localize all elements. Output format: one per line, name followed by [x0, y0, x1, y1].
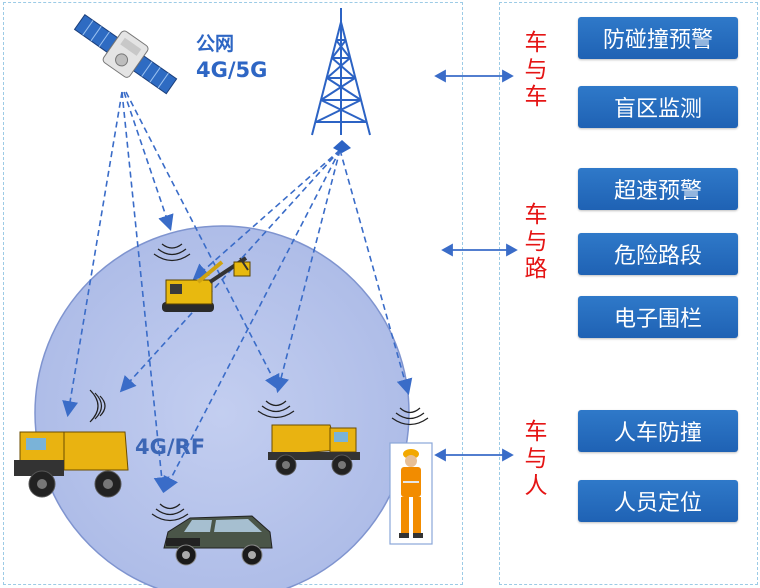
double-arrow-icon — [441, 243, 518, 257]
signal-wave-icon — [153, 243, 191, 262]
mining-truck-icon — [14, 431, 129, 498]
double-arrow-icon — [434, 448, 514, 462]
satellite-link-excavator — [123, 91, 174, 232]
group-label-char: 与 — [524, 229, 548, 255]
feature-dangerous-road-section: 危险路段 — [578, 233, 738, 275]
tower-link-excavator — [192, 149, 341, 281]
group-label-char: 路 — [524, 256, 548, 282]
group-label-vehicle-to-vehicle: 车 与 车 — [522, 30, 550, 111]
signal-wave-icon — [89, 389, 106, 423]
group-label-vehicle-to-road: 车 与 路 — [522, 202, 550, 283]
excavator-icon — [162, 256, 251, 312]
signal-waves — [89, 243, 429, 522]
tower-link-worker — [339, 149, 413, 396]
signal-wave-icon — [391, 407, 429, 426]
feature-person-vehicle-collision-avoidance: 人车防撞 — [578, 410, 738, 452]
group-label-char: 车 — [524, 202, 548, 228]
signal-wave-icon — [151, 503, 189, 522]
group-label-char: 车 — [524, 30, 548, 56]
double-arrow-icon — [434, 69, 514, 83]
group-label-char: 车 — [524, 419, 548, 445]
signal-wave-icon — [257, 400, 295, 419]
feature-overspeed-warning: 超速预警 — [578, 168, 738, 210]
feature-anti-collision-warning: 防碰撞预警 — [578, 17, 738, 59]
satellite-links — [62, 91, 280, 494]
double-arrows — [434, 69, 518, 462]
satellite-link-truck-left — [62, 91, 123, 418]
group-label-char: 与 — [524, 446, 548, 472]
tower-link-suv — [163, 149, 341, 493]
group-label-vehicle-to-person: 车 与 人 — [522, 419, 550, 500]
feature-electronic-fence: 电子围栏 — [578, 296, 738, 338]
satellite-link-suv — [121, 91, 170, 494]
cell-tower-icon — [311, 8, 371, 136]
dump-truck-icon — [268, 424, 360, 476]
tower-base-icon — [333, 140, 351, 153]
group-label-char: 与 — [524, 57, 548, 83]
group-label-char: 人 — [524, 473, 548, 499]
group-label-char: 车 — [524, 84, 548, 110]
local-network-label: 4G/RF — [135, 435, 206, 459]
features-panel — [499, 2, 758, 585]
worker-icon — [389, 442, 433, 545]
public-network-type-label: 4G/5G — [196, 58, 268, 82]
suv-icon — [163, 515, 273, 566]
feature-personnel-positioning: 人员定位 — [578, 480, 738, 522]
satellite-link-truck-right — [125, 91, 280, 391]
tower-link-truck-right — [273, 149, 341, 394]
feature-blind-spot-monitoring: 盲区监测 — [578, 86, 738, 128]
public-network-label: 公网 — [196, 33, 235, 55]
satellite-icon — [73, 13, 178, 95]
